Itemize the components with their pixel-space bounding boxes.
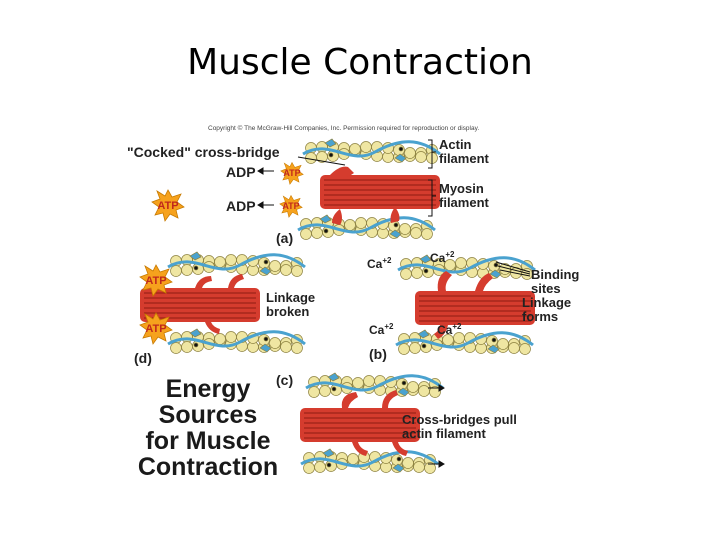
panel-c-label: (c) [276, 372, 294, 388]
myosin-filament-b [414, 290, 536, 326]
actin-filament-label: Actin filament [439, 137, 489, 166]
adp-label: ADP [226, 198, 256, 214]
atp-label: ATP [283, 168, 300, 178]
binding-sites-label: Binding sites [531, 267, 580, 296]
linkage-forms-label: Linkage forms [522, 295, 572, 324]
myosin-filament-label: Myosin filament [439, 181, 489, 210]
adp-label: ADP [226, 164, 256, 180]
atp-label: ATP [145, 275, 166, 287]
panel-c-illustration [299, 371, 445, 475]
energy-sources-heading: Energy Sources for Muscle Contraction [137, 375, 279, 481]
panel-d-label: (d) [134, 350, 152, 366]
calcium-ion-label: Ca+2 [367, 256, 392, 271]
cross-bridges-pull-label: Cross-bridges pull actin filament [402, 412, 517, 441]
linkage-broken-label: Linkage broken [266, 290, 316, 319]
atp-label: ATP [157, 200, 178, 212]
copyright-notice: Copyright © The McGraw-Hill Companies, I… [208, 125, 480, 132]
panel-a-illustration [151, 137, 442, 241]
calcium-ion-label: Ca+2 [369, 322, 394, 337]
cocked-cross-bridge-label: "Cocked" cross-bridge [127, 144, 280, 160]
atp-label: ATP [145, 323, 166, 335]
panel-b-illustration [394, 253, 537, 356]
myosin-filament-a [319, 174, 441, 210]
calcium-ion-label: Ca+2 [430, 250, 455, 265]
calcium-ion-label: Ca+2 [437, 322, 462, 337]
atp-label: ATP [282, 201, 299, 211]
panel-d-illustration [139, 250, 307, 355]
panel-a-label: (a) [276, 230, 294, 246]
panel-b-label: (b) [369, 346, 387, 362]
slide-title: Muscle Contraction [187, 42, 533, 83]
